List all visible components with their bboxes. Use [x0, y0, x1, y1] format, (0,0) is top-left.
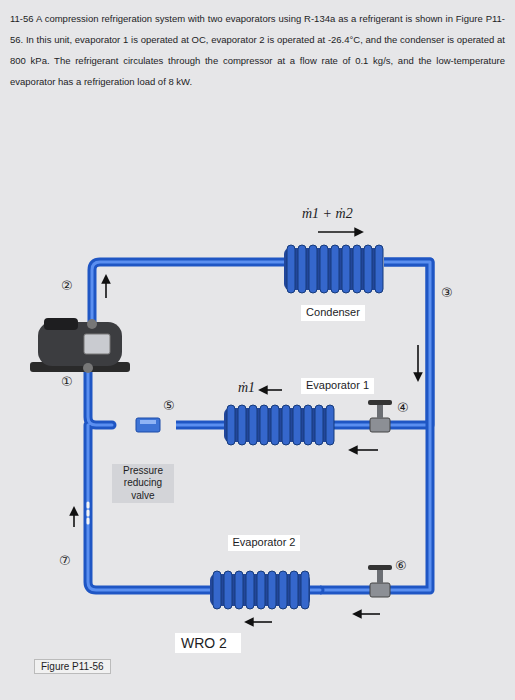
expansion-valve-symbol: [368, 565, 392, 597]
coil-loop: [320, 245, 328, 293]
callout-number: ②: [60, 278, 74, 293]
node-label: Condenser: [301, 305, 365, 321]
coil-loop: [271, 405, 279, 445]
refrigerant-pipe: [176, 425, 224, 426]
coil-loop: [279, 571, 287, 609]
pipes: [88, 262, 374, 590]
coil-loop: [249, 405, 257, 445]
coil-loop: [331, 245, 339, 293]
coil-loop: [353, 245, 361, 293]
callout-number: ③: [440, 285, 454, 300]
pipe: [92, 262, 286, 322]
compressor-port: [83, 363, 93, 373]
coil-loop: [260, 405, 268, 445]
expansion-valve-symbol: [368, 400, 392, 405]
coil-loop: [290, 571, 298, 609]
compressor-port: [87, 319, 97, 329]
coil-loop: [257, 571, 265, 609]
callout-number: ④: [396, 400, 410, 415]
coil-loop: [315, 405, 323, 445]
compressor-symbol: [30, 318, 130, 373]
node-label: Evaporator 1: [301, 378, 374, 394]
coil-loop: [282, 405, 290, 445]
flow-arrows: [417, 345, 419, 380]
flow-arrows: [246, 621, 272, 623]
coil-loop: [304, 405, 312, 445]
pipe: [88, 372, 212, 590]
valve-label-box: Pressure reducing valve: [110, 415, 176, 503]
pipe-outer: [176, 421, 224, 430]
mass-flow-label: ṁ1: [238, 380, 255, 396]
coil-loop: [213, 571, 221, 609]
coil-loop: [375, 245, 383, 293]
expansion-valve-symbol: [368, 400, 392, 432]
mass-flow-label: ṁ1 + ṁ2: [302, 206, 353, 222]
condenser-box: Condenser: [282, 245, 384, 321]
expansion-valve-symbol: [377, 569, 383, 583]
flow-arrows: [354, 613, 380, 615]
coil-loop: [342, 245, 350, 293]
pressure-reducing-valve-symbol: [136, 418, 160, 432]
expansion-valve-symbol: [377, 404, 383, 418]
flow-arrows: [350, 449, 378, 451]
coil-loop: [364, 245, 372, 293]
callout-number: ①: [60, 374, 74, 389]
flow-arrows: [260, 389, 282, 391]
figure-caption: Figure P11-56: [34, 659, 111, 674]
watermark: WRO 2: [175, 633, 241, 653]
coil-loop: [309, 245, 317, 293]
flow-arrows: [105, 276, 107, 298]
pipe: [88, 372, 212, 590]
coil-loop: [293, 405, 301, 445]
coil-loop: [298, 245, 306, 293]
coil-loop: [224, 571, 232, 609]
flow-arrows: [74, 232, 418, 622]
problem-statement: 11-56 A compression refrigeration system…: [10, 8, 505, 92]
coil-loop: [287, 245, 295, 293]
callout-number: ⑤: [162, 398, 176, 413]
node-label: Evaporator 2: [228, 535, 301, 551]
coil-loop: [235, 571, 243, 609]
callout-number: ⑦: [58, 553, 72, 568]
coil-loop: [238, 405, 246, 445]
pipe-inner: [176, 424, 224, 427]
expansion-valve-symbol: [370, 418, 390, 432]
coils: [210, 245, 383, 609]
expansion-valve-symbol: [368, 565, 392, 570]
evaporator-box: Evaporator 2: [208, 535, 320, 610]
coil-loop: [268, 571, 276, 609]
coil-loop: [227, 405, 235, 445]
pipe: [92, 262, 286, 322]
coil-loop: [246, 571, 254, 609]
compressor-plate: [84, 334, 110, 354]
flow-arrows: [318, 231, 362, 233]
pipe-dash: [87, 503, 90, 527]
expansion-valve-symbol: [370, 583, 390, 597]
coil-loop: [326, 405, 334, 445]
callout-number: ⑥: [394, 558, 408, 573]
pressure-reducing-valve-symbol: [136, 418, 160, 432]
flow-arrows: [73, 508, 75, 527]
coil-loop: [301, 571, 309, 609]
node-label: Pressure reducing valve: [112, 464, 174, 504]
compressor-cap: [44, 318, 78, 330]
pressure-reducing-valve-symbol: [140, 420, 156, 424]
